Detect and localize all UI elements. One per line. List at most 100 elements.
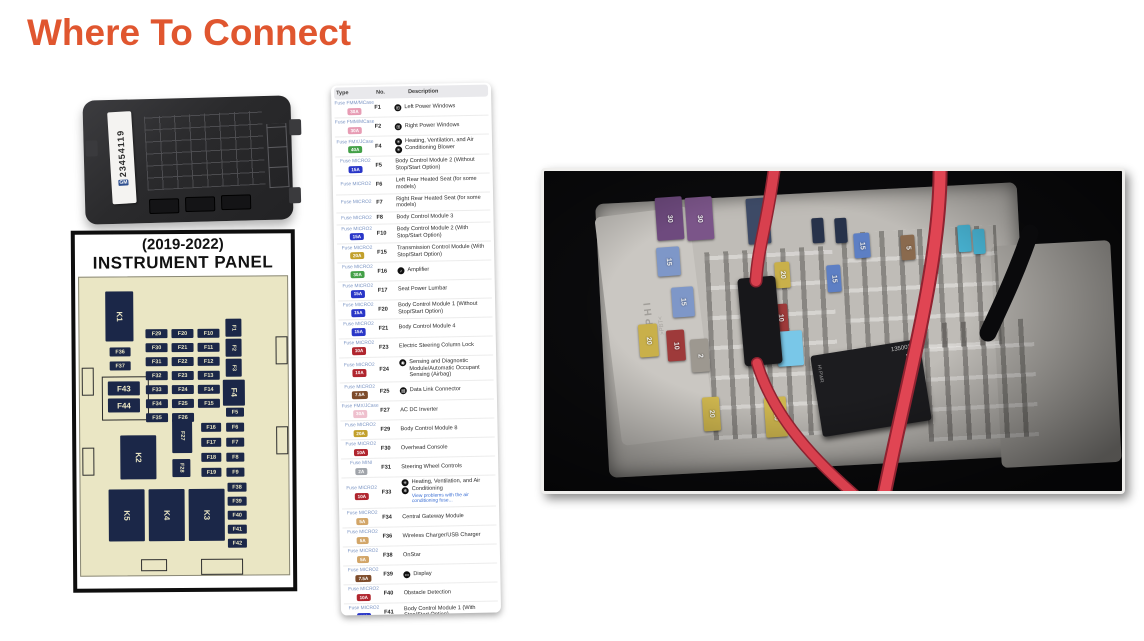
display-icon: ▭ bbox=[403, 571, 411, 579]
photo-fuse-30a: 30 bbox=[654, 196, 685, 241]
airbag-icon: ◉ bbox=[399, 359, 407, 367]
amp-badge: 5A bbox=[356, 536, 369, 545]
embossed-relay-cells bbox=[266, 123, 290, 189]
photo-fuse bbox=[834, 217, 848, 244]
photo-fuse bbox=[811, 217, 825, 244]
fuse-description: Overhead Console bbox=[400, 444, 448, 451]
gm-logo: GM bbox=[118, 179, 129, 187]
diagram-fuse-f30: F30 bbox=[145, 343, 168, 353]
amp-badge: 15A bbox=[351, 328, 366, 336]
diagram-fuse-f33: F33 bbox=[145, 385, 168, 395]
fuse-number: F20 bbox=[378, 306, 388, 313]
diagram-fuse-k3: K3 bbox=[188, 488, 225, 541]
fuse-problem-link[interactable]: View problems with the air conditioning … bbox=[411, 492, 469, 505]
fuse-type: Fuse MICRO2 bbox=[341, 215, 372, 221]
fuse-number: F23 bbox=[378, 344, 389, 351]
amp-badge: 5A bbox=[357, 555, 370, 564]
fuse-description: Steering Wheel Controls bbox=[401, 462, 462, 471]
material-marking: >PBT< bbox=[657, 315, 667, 335]
diagram-title: INSTRUMENT PANEL bbox=[92, 252, 274, 273]
amp-badge: 7.5A bbox=[355, 574, 372, 583]
fuse-description: Body Control Module 1 (With Stop/Start O… bbox=[403, 604, 476, 616]
fuse-number: F10 bbox=[376, 230, 387, 237]
amp-badge: 10A bbox=[354, 492, 370, 501]
fuse-description: Right Rear Heated Seat (for some models) bbox=[396, 194, 481, 209]
fuse-type: Fuse MICRO2 bbox=[340, 200, 372, 206]
fan-icon: ✳ bbox=[395, 146, 403, 154]
amp-badge: 20A bbox=[349, 252, 365, 260]
diagram-fuse-k4: K4 bbox=[148, 488, 185, 542]
fan-icon: ✳ bbox=[394, 138, 403, 146]
fuse-description: Amplifier bbox=[407, 266, 430, 274]
fuse-description: Wireless Charger/USB Charger bbox=[402, 531, 481, 540]
fuse-box-cover-photo: 23454119 GM bbox=[78, 92, 302, 230]
amp-badge: 10A bbox=[356, 593, 372, 602]
connector-block bbox=[220, 194, 252, 211]
amp-badge: 15A bbox=[350, 290, 366, 298]
amp-badge: 20A bbox=[353, 429, 368, 438]
diagram-fuse-f24: F24 bbox=[171, 384, 194, 395]
fuse-number: F15 bbox=[377, 249, 387, 256]
amp-badge: 30A bbox=[352, 410, 368, 418]
connector-block bbox=[149, 198, 180, 215]
fuse-number: F24 bbox=[379, 366, 390, 373]
photo-fuse-15a: 15 bbox=[853, 232, 871, 259]
fuse-number: F17 bbox=[377, 287, 388, 294]
diagram-fuse-f35: F35 bbox=[146, 413, 169, 423]
photo-fuse-2a: 2 bbox=[689, 338, 711, 373]
fuse-type: Fuse MICRO2 bbox=[340, 181, 372, 188]
diagram-connector-notch bbox=[276, 426, 289, 455]
fuse-description: Obstacle Detection bbox=[403, 589, 452, 597]
fuse-number: F1 bbox=[374, 104, 381, 111]
fuse-number: F4 bbox=[375, 143, 382, 150]
cover-tab bbox=[85, 140, 98, 157]
relay-gm-logo: GM bbox=[906, 352, 920, 362]
fuse-description: Left Rear Heated Seat (for some models) bbox=[395, 175, 477, 191]
diagram-fuse-f40: F40 bbox=[227, 510, 247, 520]
fuse-number: F30 bbox=[380, 445, 391, 452]
amp-badge: 15A bbox=[356, 612, 372, 616]
diagram-fuse-f19: F19 bbox=[201, 467, 222, 477]
diagram-fuse-f14: F14 bbox=[197, 384, 220, 394]
diagram-fuse-k1: K1 bbox=[105, 291, 134, 342]
amp-badge: 10A bbox=[353, 448, 369, 457]
fuse-description: Display bbox=[413, 570, 432, 577]
fuse-description: AC DC Inverter bbox=[400, 406, 439, 413]
diagram-fuse-f22: F22 bbox=[171, 356, 194, 367]
diagram-fuse-f36: F36 bbox=[109, 347, 131, 357]
fuse-number: F25 bbox=[379, 388, 390, 395]
fuse-description: Body Control Module 8 bbox=[400, 424, 458, 432]
data-link-icon: ▤ bbox=[399, 387, 407, 395]
diagram-fuse-f34: F34 bbox=[145, 399, 168, 409]
diagram-fuse-f18: F18 bbox=[201, 452, 222, 462]
diagram-connector-notch bbox=[201, 558, 244, 575]
diagram-fuse-f3: F3 bbox=[225, 358, 242, 377]
diagram-fuse-f21: F21 bbox=[171, 342, 194, 353]
fuse-description: Heating, Ventilation, and Air Conditioni… bbox=[404, 136, 474, 151]
photo-fuse bbox=[972, 228, 986, 255]
fuse-box-photo: DELPHI >PBT< 30301515201022010202015155 … bbox=[541, 168, 1125, 494]
header-no: No. bbox=[376, 89, 386, 96]
diagram-fuse-f7: F7 bbox=[226, 437, 245, 447]
diagram-fuse-f11: F11 bbox=[197, 342, 220, 352]
amp-badge: 30A bbox=[347, 107, 362, 116]
photo-fuse-10a: 10 bbox=[665, 329, 687, 362]
fuse-description: Body Control Module 1 (Without Stop/Star… bbox=[398, 300, 478, 316]
diagram-fuse-f38: F38 bbox=[227, 482, 247, 492]
diagram-fuse-f17: F17 bbox=[201, 437, 222, 447]
fuse-number: F7 bbox=[376, 199, 383, 206]
